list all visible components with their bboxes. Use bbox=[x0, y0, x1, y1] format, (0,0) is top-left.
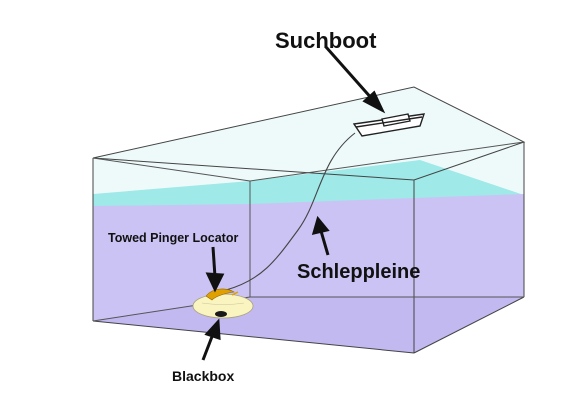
arrow-pinger-locator bbox=[211, 246, 217, 278]
label-tow-line: Schleppleine bbox=[297, 261, 420, 283]
arrows bbox=[201, 46, 386, 361]
arrow-search-boat bbox=[324, 46, 375, 101]
arrow-tow-line bbox=[319, 230, 330, 256]
arrow-black-box bbox=[201, 333, 215, 361]
label-search-boat: Suchboot bbox=[275, 28, 377, 53]
tow-line bbox=[225, 132, 356, 291]
label-black-box: Blackbox bbox=[172, 368, 234, 384]
black-box-icon bbox=[215, 311, 227, 317]
label-towed-pinger-locator: Towed Pinger Locator bbox=[108, 231, 238, 245]
towed-pinger-locator-icon bbox=[192, 288, 254, 319]
search-boat-icon bbox=[352, 113, 426, 137]
water-surface bbox=[93, 160, 524, 208]
